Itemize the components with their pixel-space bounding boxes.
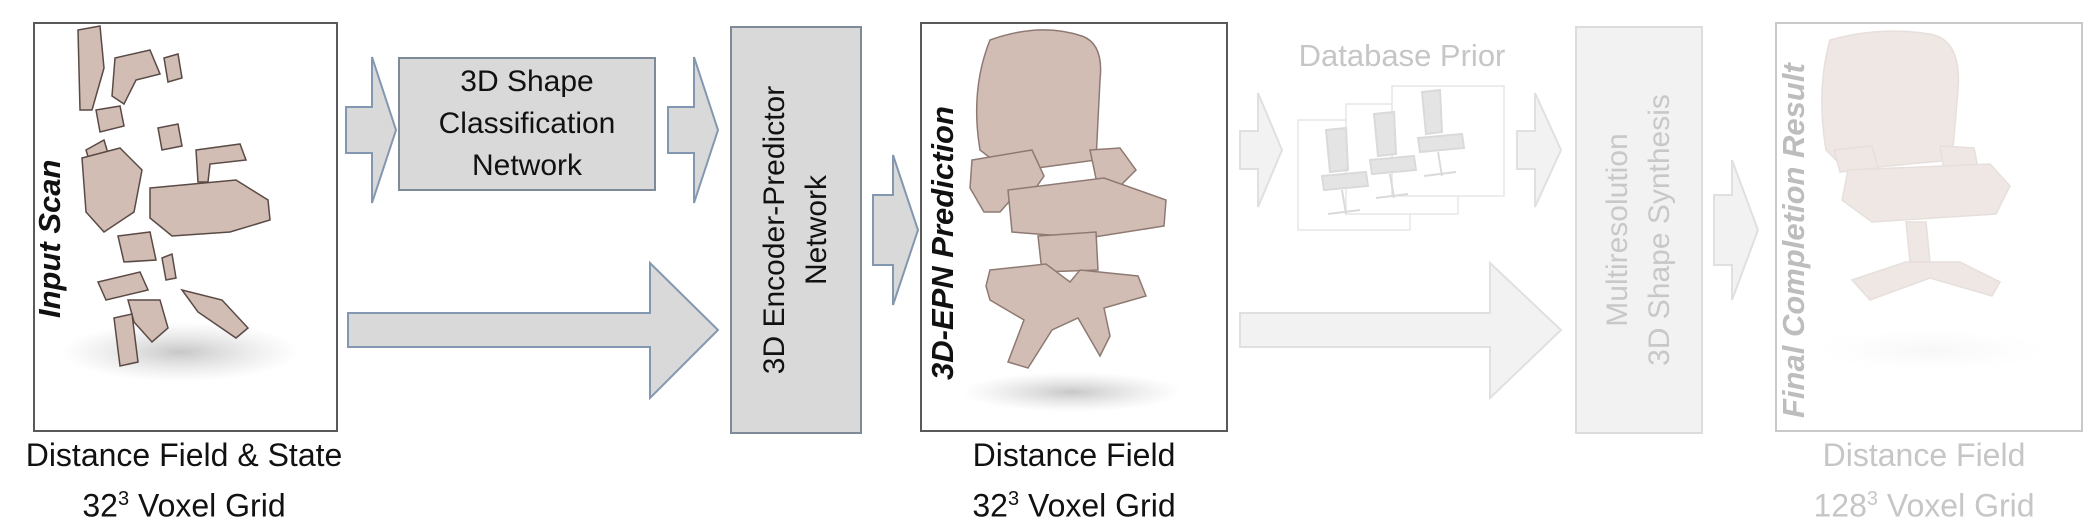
- final-completion-caption-line2: 1283 Voxel Grid: [1750, 477, 2098, 528]
- input-scan-caption-line1: Distance Field & State: [25, 437, 343, 473]
- database-prior-title: Database Prior: [1298, 38, 1506, 73]
- arrow-prediction-to-database: [1239, 92, 1284, 208]
- epn-grid-exponent: 3: [1007, 488, 1020, 510]
- final-completion-chair: [1810, 30, 2050, 372]
- arrow-classification-to-encoder: [667, 56, 720, 204]
- input-scan-chair-fragments: [60, 25, 300, 382]
- final-grid-size: 128: [1813, 487, 1867, 524]
- final-completion-caption-line1: Distance Field: [1822, 437, 2026, 473]
- classification-network-text: 3D Shape Classification Network: [438, 65, 616, 182]
- input-scan-grid-exponent: 3: [117, 488, 130, 510]
- epn-prediction-caption-line2: 323 Voxel Grid: [900, 477, 1248, 528]
- encoder-predictor-box: 3D Encoder-Predictor Network: [730, 26, 862, 434]
- input-scan-grid-size: 32: [82, 487, 118, 524]
- final-completion-panel: [1775, 22, 2083, 432]
- final-grid-unit: Voxel Grid: [1878, 487, 2035, 524]
- epn-prediction-panel: [920, 22, 1228, 432]
- arrow-prediction-to-synthesis: [1239, 260, 1563, 401]
- epn-grid-size: 32: [972, 487, 1008, 524]
- final-grid-exponent: 3: [1866, 488, 1878, 510]
- input-scan-caption: Distance Field & State 323 Voxel Grid: [0, 433, 368, 528]
- encoder-predictor-text: 3D Encoder-Predictor Network: [758, 85, 833, 375]
- shape-synthesis-box: Multiresolution 3D Shape Synthesis: [1575, 26, 1703, 434]
- arrow-database-to-synthesis: [1516, 92, 1563, 208]
- epn-prediction-chair: [962, 29, 1182, 412]
- database-prior-thumbnails: [1297, 85, 1505, 231]
- input-scan-caption-line2: 323 Voxel Grid: [0, 477, 368, 528]
- final-completion-caption: Distance Field 1283 Voxel Grid: [1750, 433, 2098, 528]
- arrow-input-to-encoder: [347, 260, 720, 401]
- input-scan-panel: [33, 22, 338, 432]
- classification-network-box: 3D Shape Classification Network: [398, 57, 656, 191]
- epn-prediction-caption-line1: Distance Field: [972, 437, 1176, 473]
- epn-grid-unit: Voxel Grid: [1019, 487, 1176, 524]
- epn-prediction-caption: Distance Field 323 Voxel Grid: [900, 433, 1248, 528]
- shape-synthesis-text: Multiresolution 3D Shape Synthesis: [1601, 94, 1676, 366]
- arrow-to-classification: [345, 56, 398, 204]
- final-completion-label: Final Completion Result: [1776, 63, 1811, 418]
- input-scan-label: Input Scan: [32, 159, 67, 318]
- input-scan-grid-unit: Voxel Grid: [129, 487, 286, 524]
- arrow-synthesis-to-final: [1713, 159, 1760, 301]
- epn-prediction-label: 3D-EPN Prediction: [925, 106, 960, 380]
- arrow-encoder-to-prediction: [872, 154, 920, 306]
